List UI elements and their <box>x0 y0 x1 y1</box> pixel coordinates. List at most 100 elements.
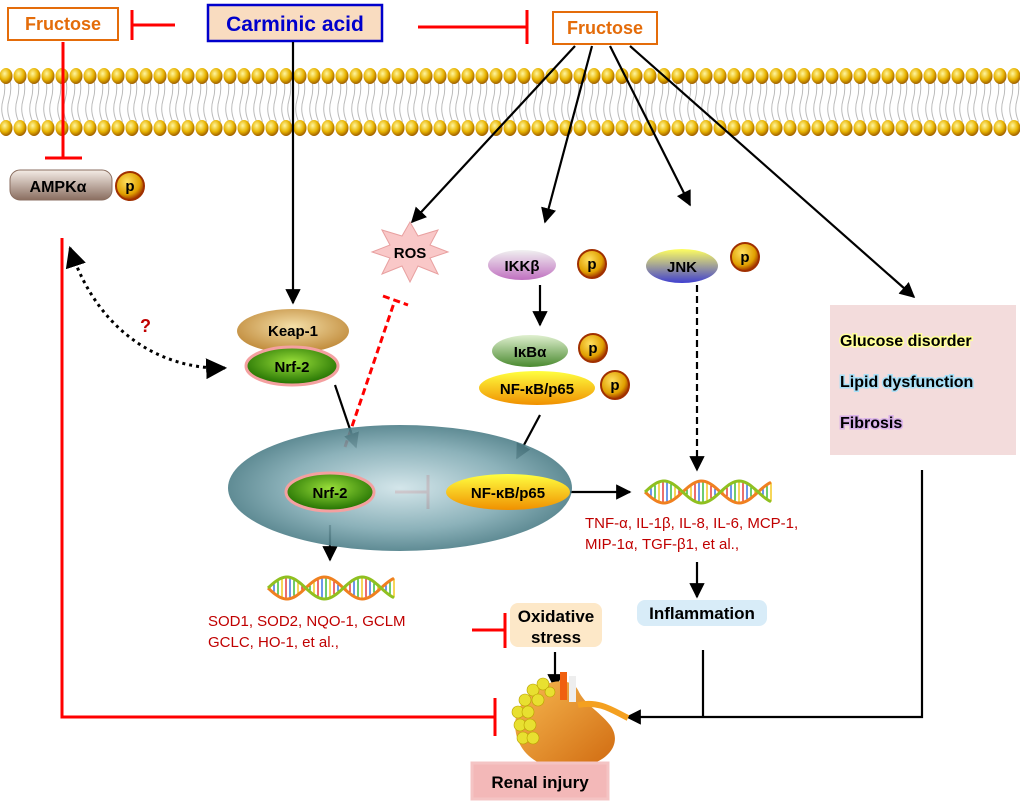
ikba-node: IκBα <box>492 335 568 367</box>
lipid-head <box>839 120 853 136</box>
lipid-head <box>461 68 475 84</box>
lipid-head <box>923 68 937 84</box>
nucleus: Nrf-2 NF-κB/p65 <box>228 425 572 551</box>
lipid-head <box>209 68 223 84</box>
phospho-label: p <box>587 256 596 273</box>
antioxidant-genes-line2: GCLC, HO-1, et al., <box>208 634 339 651</box>
lipid-head <box>83 68 97 84</box>
lipid-head <box>251 120 265 136</box>
lipid-head <box>181 68 195 84</box>
lipid-head <box>853 120 867 136</box>
lipid-head <box>979 120 993 136</box>
lipid-head <box>755 68 769 84</box>
lipid-head <box>489 68 503 84</box>
lipid-head <box>503 120 517 136</box>
ampk-node: AMPKα <box>9 169 113 201</box>
lipid-head <box>391 68 405 84</box>
lipid-head <box>97 120 111 136</box>
phospho-marker: p <box>578 333 608 363</box>
lipid-head <box>545 68 559 84</box>
ikba-label: IκBα <box>514 344 547 361</box>
lipid-head <box>307 68 321 84</box>
lipid-head <box>377 68 391 84</box>
nfkb-nuclear-label: NF-κB/p65 <box>471 485 545 502</box>
outcome-lipid: Lipid dysfunction <box>840 374 973 391</box>
unknown-link-question: ? <box>140 316 151 336</box>
lipid-head <box>475 68 489 84</box>
lipid-head <box>265 68 279 84</box>
lipid-head <box>601 120 615 136</box>
lipid-head <box>839 68 853 84</box>
lipid-head <box>111 68 125 84</box>
carminic-acid-box: Carminic acid <box>206 3 384 43</box>
inflammatory-genes-line1: TNF-α, IL-1β, IL-8, IL-6, MCP-1, <box>585 515 798 532</box>
lipid-head <box>937 68 951 84</box>
lipid-head <box>741 120 755 136</box>
keap1-nrf2-complex: Keap-1 Nrf-2 <box>237 309 349 387</box>
lipid-head <box>531 120 545 136</box>
lipid-head <box>1007 120 1020 136</box>
lipid-head <box>587 120 601 136</box>
lipid-head <box>685 68 699 84</box>
lipid-head <box>671 120 685 136</box>
lipid-head <box>783 68 797 84</box>
lipid-head <box>853 68 867 84</box>
lipid-head <box>69 68 83 84</box>
lipid-head <box>363 120 377 136</box>
lipid-head <box>741 68 755 84</box>
phospho-label: p <box>125 178 134 195</box>
lipid-head <box>335 68 349 84</box>
lipid-head <box>237 68 251 84</box>
lipid-head <box>195 68 209 84</box>
lipid-head <box>755 120 769 136</box>
fructose-left-box: Fructose <box>7 7 119 41</box>
lipid-head <box>293 120 307 136</box>
lipid-head <box>769 120 783 136</box>
cell-membrane <box>0 68 1020 136</box>
nfkb-cytoplasm-label: NF-κB/p65 <box>500 381 574 398</box>
lipid-head <box>867 68 881 84</box>
lipid-head <box>27 120 41 136</box>
lipid-head <box>139 120 153 136</box>
antioxidant-genes-line1: SOD1, SOD2, NQO-1, GCLM <box>208 613 406 630</box>
lipid-head <box>447 120 461 136</box>
lipid-head <box>881 68 895 84</box>
lipid-head <box>237 120 251 136</box>
inflammation-label-group: Inflammation <box>637 600 767 626</box>
lipid-head <box>97 68 111 84</box>
lipid-head <box>643 68 657 84</box>
dna-antioxidant-genes-icon <box>266 575 395 601</box>
lipid-head <box>307 120 321 136</box>
lipid-head <box>223 120 237 136</box>
lipid-head <box>0 120 13 136</box>
lipid-head <box>489 120 503 136</box>
oxidative-stress-label-group: Oxidative stress <box>510 603 602 647</box>
lipid-head <box>671 68 685 84</box>
lipid-head <box>909 120 923 136</box>
lipid-head <box>993 120 1007 136</box>
phospho-label: p <box>740 249 749 266</box>
lipid-head <box>629 68 643 84</box>
lipid-head <box>965 120 979 136</box>
lipid-head <box>825 120 839 136</box>
lipid-head <box>349 120 363 136</box>
lipid-head <box>503 68 517 84</box>
lipid-head <box>601 68 615 84</box>
lipid-head <box>13 68 27 84</box>
lipid-head <box>615 68 629 84</box>
outcome-glucose: Glucose disorder <box>840 333 972 350</box>
renal-injury-label-group: Renal injury <box>470 761 610 801</box>
lipid-head <box>167 120 181 136</box>
lipid-head <box>41 120 55 136</box>
lipid-head <box>321 120 335 136</box>
lipid-head <box>685 120 699 136</box>
jnk-label: JNK <box>667 259 697 276</box>
lipid-head <box>461 120 475 136</box>
lipid-head <box>125 68 139 84</box>
lipid-head <box>209 120 223 136</box>
lipid-head <box>167 68 181 84</box>
jnk-node: JNK <box>646 249 718 283</box>
lipid-head <box>475 120 489 136</box>
inflammation-label: Inflammation <box>649 604 755 623</box>
